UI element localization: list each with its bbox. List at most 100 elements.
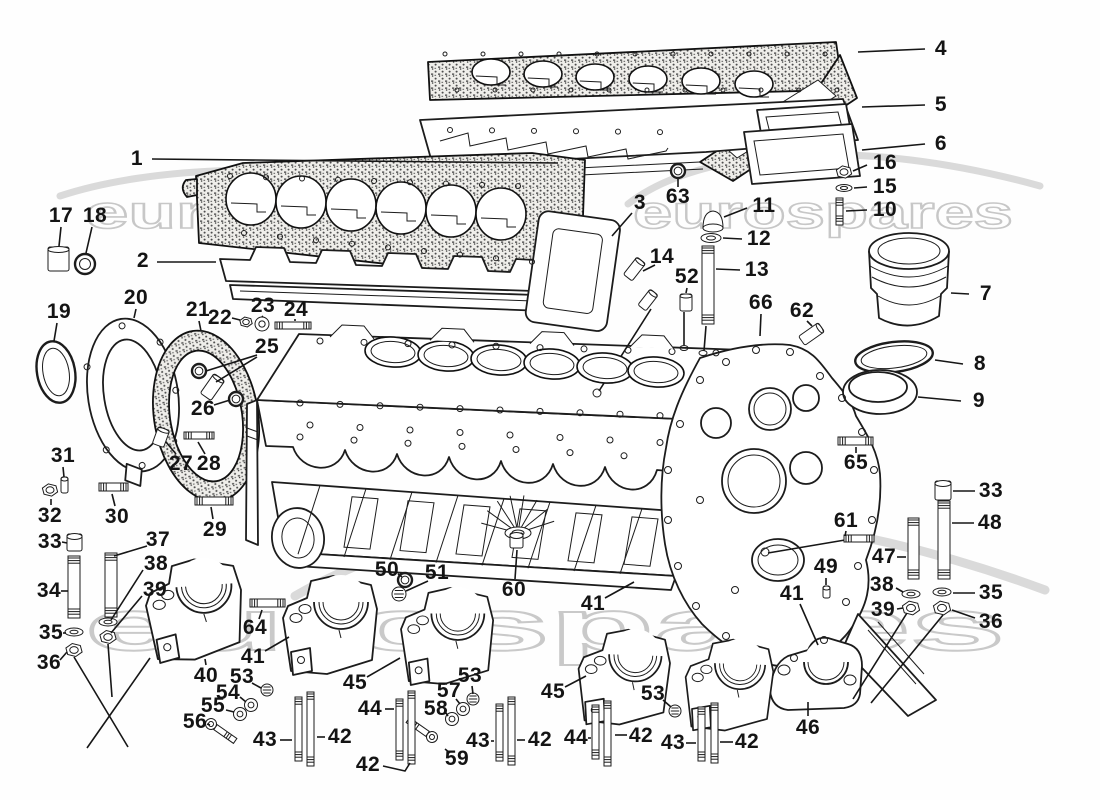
leader-line-66 — [759, 313, 762, 337]
bolt-hole — [448, 341, 456, 349]
cylinder-bore — [575, 63, 615, 91]
skirt-rib — [389, 491, 413, 560]
bolt-hole — [480, 51, 486, 57]
bolt-hole — [492, 87, 498, 93]
bolt-hole — [479, 181, 485, 188]
generated-parts — [41, 51, 952, 767]
stud — [591, 704, 600, 760]
dowel-sleeve — [60, 476, 69, 494]
stud — [306, 691, 315, 767]
cylinder-bore — [375, 181, 427, 235]
bolt-hole — [854, 562, 862, 570]
skirt-rib — [527, 501, 551, 569]
watermark-text: eurospares — [633, 186, 1013, 238]
cylinder-bore — [681, 67, 721, 95]
leader-line-42 — [382, 762, 411, 772]
leader-line-30 — [111, 493, 116, 507]
leader-line-12 — [722, 237, 743, 240]
bolt-hole — [682, 87, 688, 93]
bolt-hole — [447, 127, 453, 133]
o-ring — [73, 252, 97, 276]
bolt-hole — [406, 426, 414, 434]
cap-nut — [66, 533, 83, 552]
bolt-hole — [664, 516, 672, 524]
leader-line-15 — [853, 186, 868, 189]
leader-line-59 — [444, 748, 451, 754]
bolt-hole — [458, 442, 466, 450]
dowel-sleeve — [822, 585, 831, 599]
washer — [932, 587, 952, 597]
bolt-hole — [568, 87, 574, 93]
nut — [932, 600, 952, 616]
bolt-hole — [594, 51, 600, 57]
washer — [244, 698, 258, 712]
bolt-hole — [576, 409, 584, 417]
stud — [701, 245, 715, 325]
bolt-hole — [656, 412, 664, 420]
cylinder-bore — [325, 178, 377, 232]
bolt-hole — [489, 127, 495, 134]
bolt-hole — [493, 255, 499, 262]
bolt-hole — [834, 87, 840, 93]
leader-line-62 — [806, 320, 813, 327]
cylinder-bore — [471, 58, 511, 86]
leader-line-37 — [113, 545, 148, 557]
bolt-hole — [664, 466, 672, 474]
bolt-hole — [443, 180, 449, 187]
connection-line — [73, 656, 129, 748]
chain-housing-gasket — [524, 210, 621, 332]
end-plate-opening — [721, 448, 787, 514]
bolt-hole — [556, 51, 562, 57]
bolt-hole — [696, 376, 704, 384]
connection-line — [870, 614, 944, 704]
deck-tab — [529, 331, 575, 346]
leader-line-16 — [852, 164, 868, 172]
cylinder-bore — [475, 187, 527, 241]
dowel-sleeve — [679, 293, 693, 312]
washer — [700, 233, 722, 243]
leader-line-40 — [204, 658, 207, 666]
leader-line-60 — [514, 549, 518, 580]
bolt-hole — [838, 394, 846, 402]
bolt-hole — [615, 128, 621, 135]
skirt-rib — [573, 505, 597, 572]
bolt-hole — [335, 176, 341, 183]
bolt-hole — [407, 179, 413, 186]
cylinder-bore — [523, 60, 563, 88]
bolt-hole — [722, 632, 730, 640]
deck-tab — [629, 334, 675, 350]
bolt-hole — [696, 496, 704, 504]
bolt-hole — [404, 439, 412, 447]
skirt-rib — [435, 495, 459, 563]
leader-line-23 — [261, 315, 264, 318]
bolt-hole — [720, 87, 726, 93]
cylinder-bore — [734, 70, 774, 98]
connection-line — [703, 325, 707, 352]
stud — [907, 517, 920, 580]
connection-line — [767, 539, 846, 554]
skirt-rib — [619, 508, 643, 574]
leader-line-14 — [642, 264, 656, 272]
bolt-hole — [404, 340, 412, 348]
stud — [294, 696, 303, 762]
nut — [65, 642, 83, 658]
bolt-hole — [796, 87, 802, 93]
bolt-hole — [624, 346, 632, 354]
leader-line-58 — [445, 712, 449, 717]
bolt-hole — [416, 403, 424, 411]
leader-line-1 — [151, 158, 559, 164]
bolt-hole — [518, 51, 524, 57]
bolt-hole — [515, 183, 521, 190]
leader-line-41 — [264, 636, 290, 652]
plug-screw — [260, 683, 274, 697]
stud — [407, 690, 416, 765]
leader-line-28 — [197, 441, 206, 455]
leader-line-21 — [198, 320, 202, 332]
bolt-hole — [822, 51, 828, 57]
washer — [456, 702, 470, 716]
stud — [937, 500, 951, 580]
bolt-hole — [842, 598, 850, 606]
bolt-hole — [731, 586, 739, 594]
bolt-hole — [296, 433, 304, 441]
leader-line-8 — [934, 359, 964, 365]
